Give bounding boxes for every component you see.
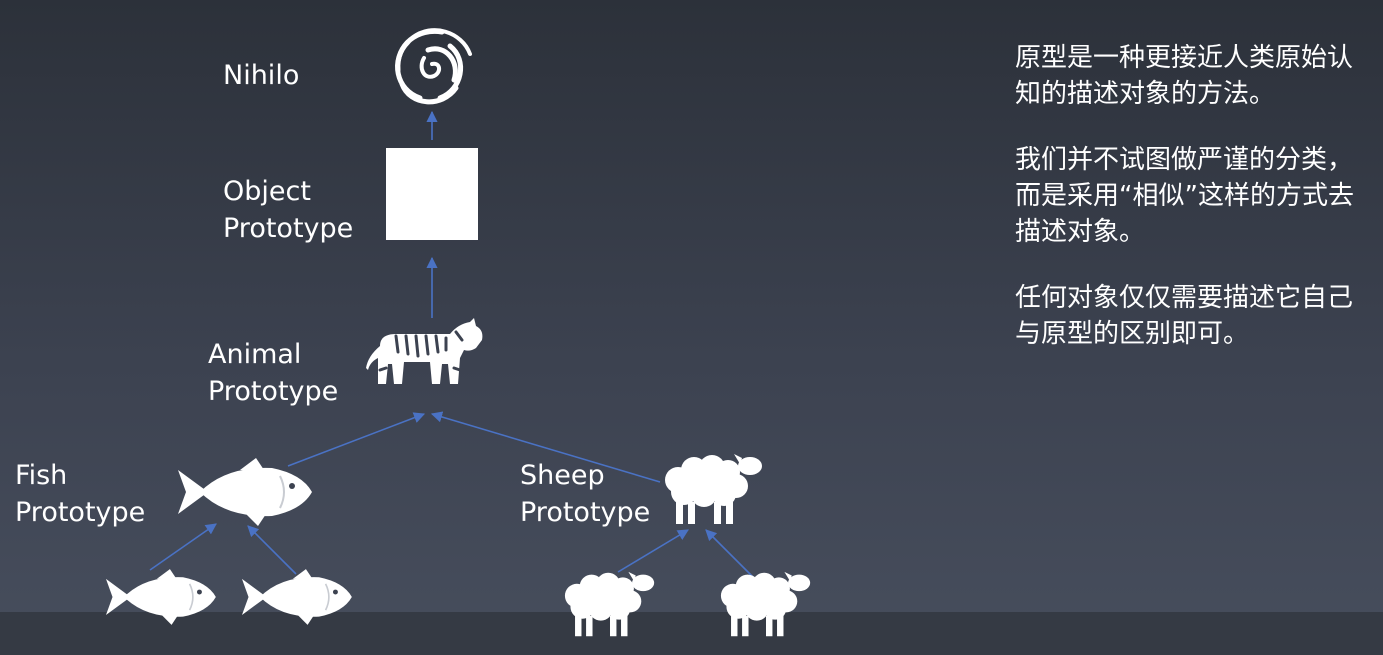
sheep-icon [665, 454, 762, 524]
sheep-label-line-1: Sheep [520, 460, 605, 491]
note-paragraph-1: 原型是一种更接近人类原始认知的描述对象的方法。 [1015, 43, 1354, 109]
animal-label-line-1: Animal [208, 339, 302, 370]
arrow-fish1-to-fish [149, 523, 217, 571]
sheep-instance-icon [720, 571, 811, 637]
fish-label-line-2: Prototype [15, 497, 146, 528]
arrow-sheep-to-animal [430, 411, 661, 483]
animal-label-line-2: Prototype [208, 376, 339, 407]
object-label-line-2: Prototype [223, 213, 354, 244]
object-prototype-label: Object Prototype [223, 173, 353, 247]
sheep-label-line-2: Prototype [520, 497, 651, 528]
nihilo-label: Nihilo [223, 57, 299, 94]
sheep-instance-icon [564, 571, 655, 637]
arrow-sheep1-to-sheep [617, 529, 689, 573]
nihilo-label-line-1: Nihilo [223, 60, 300, 91]
arrows [149, 110, 755, 579]
arrow-sheep2-to-sheep [705, 529, 755, 579]
note-paragraph-3: 任何对象仅仅需要描述它自己与原型的区别即可。 [1015, 283, 1354, 349]
square-icon [386, 148, 478, 240]
fish-instance-icon [241, 568, 353, 626]
fish-label-line-1: Fish [15, 460, 68, 491]
notes-panel: 原型是一种更接近人类原始认知的描述对象的方法。 我们并不试图做严谨的分类，而是采… [1015, 40, 1375, 382]
swirl-icon [395, 28, 472, 105]
fish-prototype-label: Fish Prototype [15, 457, 145, 531]
arrow-fish-to-animal [287, 412, 426, 467]
fish-instance-icon [105, 568, 217, 626]
note-paragraph-2: 我们并不试图做严谨的分类，而是采用“相似”这样的方式去描述对象。 [1015, 145, 1354, 247]
sheep-prototype-label: Sheep Prototype [520, 457, 650, 531]
arrow-fish2-to-fish [247, 525, 297, 575]
floor-band [0, 612, 1383, 655]
fish-icon [177, 457, 313, 527]
object-label-line-1: Object [223, 176, 311, 207]
tiger-icon [366, 318, 483, 384]
animal-prototype-label: Animal Prototype [208, 336, 338, 410]
